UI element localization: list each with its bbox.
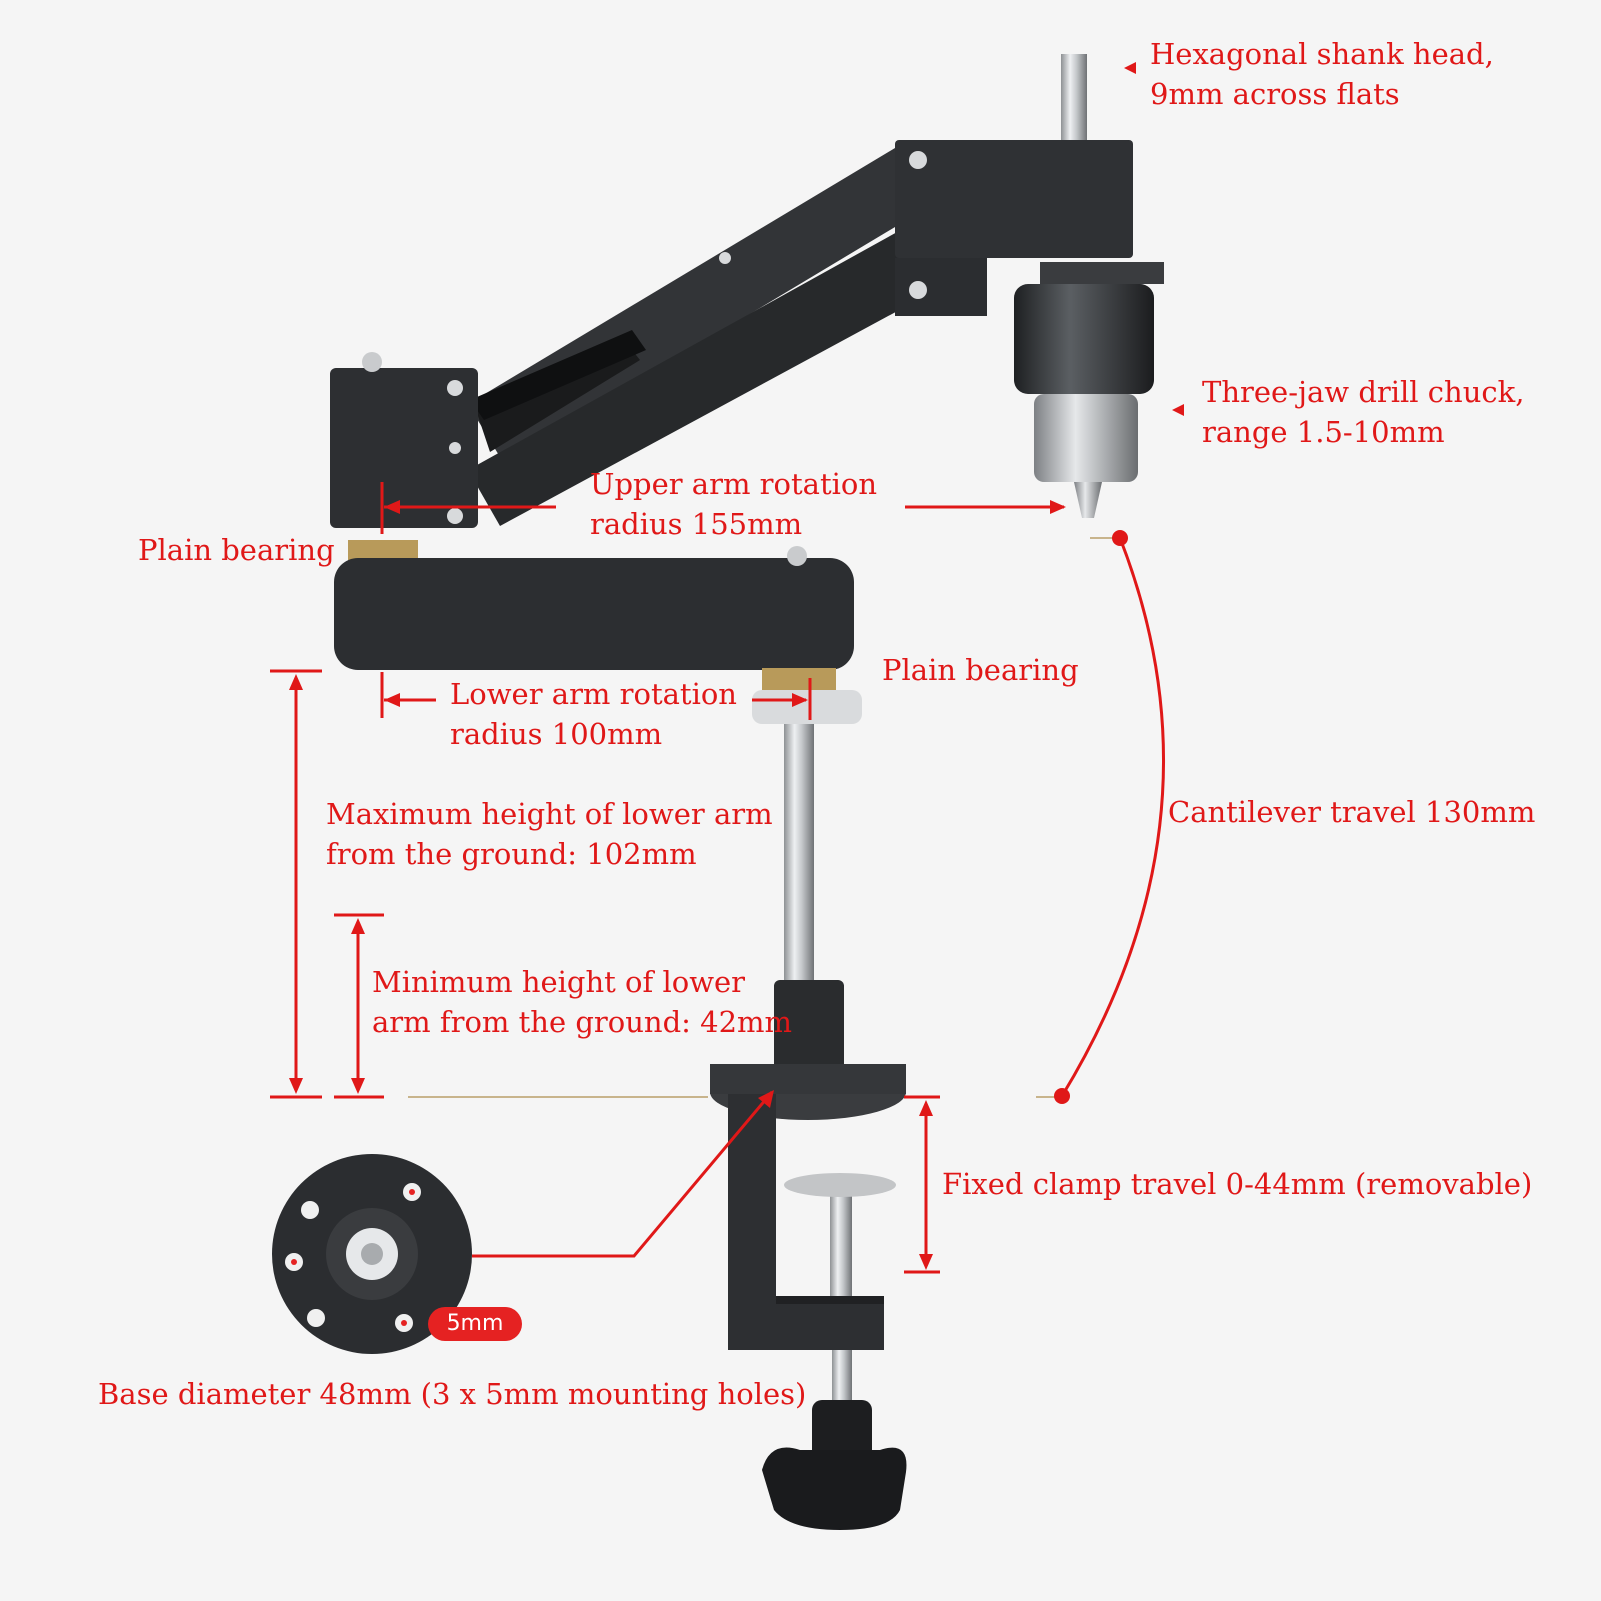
label-plain-bearing-upper: Plain bearing bbox=[138, 533, 335, 567]
label-max-height: Maximum height of lower arm from the gro… bbox=[326, 797, 773, 871]
drill-chuck bbox=[1014, 262, 1164, 518]
cantilever-arc-top-dot bbox=[1112, 530, 1128, 546]
chuck-pointer bbox=[1172, 404, 1184, 416]
lower-arm bbox=[334, 540, 862, 724]
label-clamp-travel: Fixed clamp travel 0-44mm (removable) bbox=[942, 1167, 1533, 1201]
label-hex-shank: Hexagonal shank head, 9mm across flats bbox=[1150, 37, 1494, 111]
label-lower-arm-radius: Lower arm rotation radius 100mm bbox=[450, 677, 737, 751]
label-base-diameter: Base diameter 48mm (3 x 5mm mounting hol… bbox=[98, 1377, 807, 1411]
upper-arm bbox=[330, 140, 1133, 528]
cantilever-travel-arc bbox=[1060, 537, 1166, 1097]
hex-shank bbox=[1061, 54, 1087, 144]
hole-size-badge: 5mm bbox=[428, 1307, 522, 1341]
base-disk bbox=[272, 1154, 472, 1354]
label-min-height: Minimum height of lower arm from the gro… bbox=[372, 965, 793, 1039]
label-drill-chuck: Three-jaw drill chuck, range 1.5-10mm bbox=[1202, 375, 1525, 449]
label-cantilever-travel: Cantilever travel 130mm bbox=[1168, 795, 1536, 829]
column bbox=[710, 724, 906, 1120]
label-upper-arm-radius: Upper arm rotation radius 155mm bbox=[590, 467, 878, 541]
upper-arm-radius-arrow bbox=[384, 500, 400, 514]
hex-pointer bbox=[1124, 62, 1136, 74]
label-plain-bearing-lower: Plain bearing bbox=[882, 653, 1079, 687]
base-leader-line bbox=[472, 1091, 774, 1258]
annotations bbox=[270, 62, 1184, 1274]
clamp bbox=[728, 1094, 907, 1530]
cantilever-arc-bottom-dot bbox=[1054, 1088, 1070, 1104]
